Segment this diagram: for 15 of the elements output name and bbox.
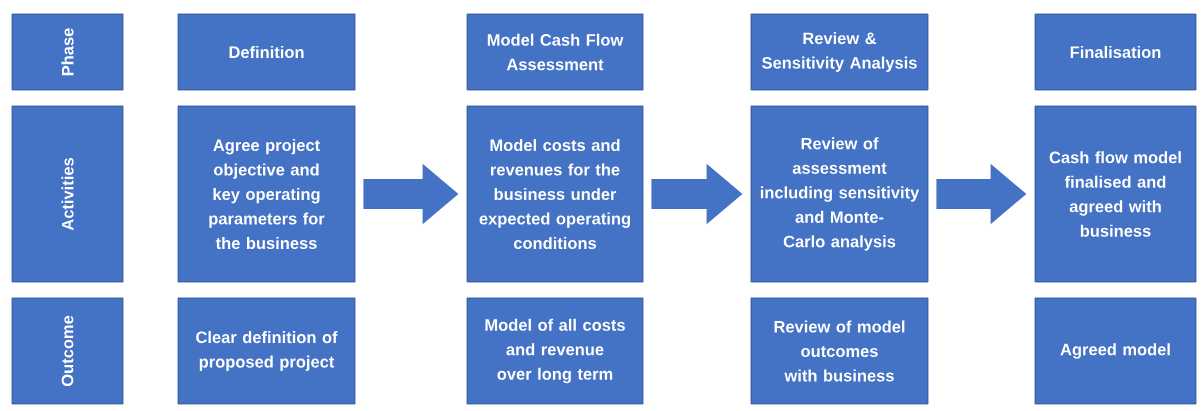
process-box: Review of model outcomes with business <box>750 297 929 405</box>
process-box: Model of all costs and revenue over long term <box>466 297 644 405</box>
process-box: Cash flow model finalised and agreed with business <box>1034 105 1197 283</box>
process-box: Agree project objective and key operating parameters for the business <box>177 105 356 283</box>
process-box: Review & Sensitivity Analysis <box>750 13 929 91</box>
process-box: Agreed model <box>1034 297 1197 405</box>
process-box: Review of assessment including sensitivity and Monte-Carlo analysis <box>750 105 929 283</box>
row-header-box: Phase <box>11 13 124 91</box>
row-header-box: Outcome <box>11 297 124 405</box>
process-box: Model costs and revenues for the business under expected operating conditions <box>466 105 644 283</box>
process-box: Clear definition of proposed project <box>177 297 356 405</box>
process-box: Model Cash Flow Assessment <box>466 13 644 91</box>
process-box: Finalisation <box>1034 13 1197 91</box>
row-header-box: Activities <box>11 105 124 283</box>
process-box: Definition <box>177 13 356 91</box>
